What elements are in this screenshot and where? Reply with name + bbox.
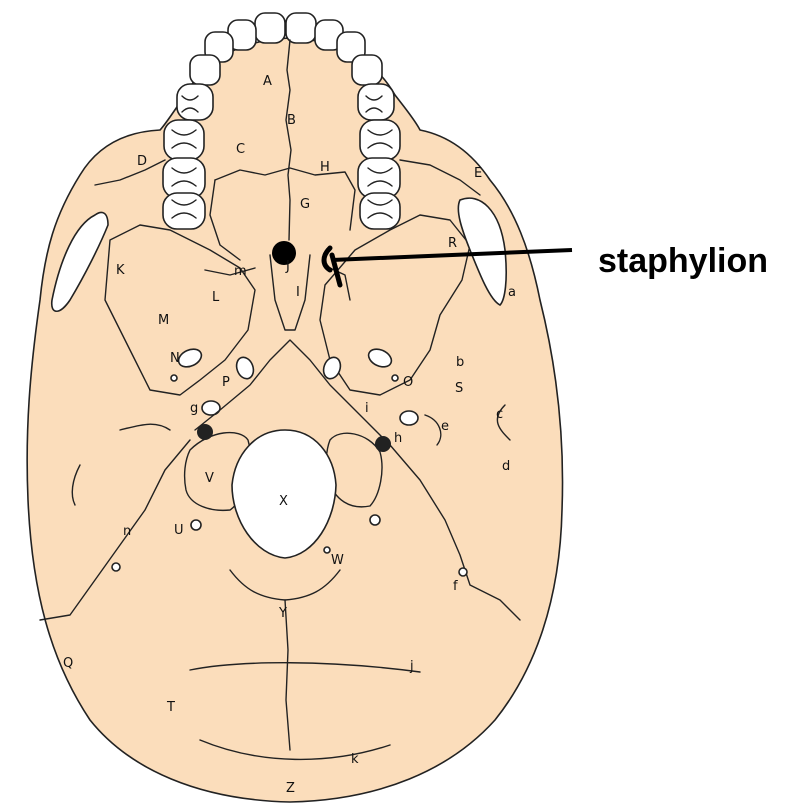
tooth xyxy=(255,13,285,43)
mastoid-foramen-left xyxy=(112,563,120,571)
label-g: g xyxy=(190,401,198,416)
dark-spot-left xyxy=(197,424,213,440)
tooth xyxy=(177,84,213,120)
label-U: U xyxy=(174,523,184,538)
label-N: N xyxy=(170,351,180,366)
tooth xyxy=(358,84,394,120)
label-M: M xyxy=(158,313,169,328)
label-K: K xyxy=(116,263,125,278)
label-Z: Z xyxy=(286,781,295,796)
label-C: C xyxy=(236,142,245,157)
label-T: T xyxy=(166,700,175,715)
label-c: c xyxy=(496,407,503,422)
label-j: j xyxy=(409,659,414,674)
molar xyxy=(358,158,400,198)
label-L: L xyxy=(212,290,220,305)
label-Q: Q xyxy=(63,656,73,671)
label-k: k xyxy=(351,752,359,767)
staphylion-point xyxy=(272,241,296,265)
label-R: R xyxy=(448,236,457,251)
label-e: e xyxy=(441,419,449,434)
skull-outline xyxy=(27,38,562,802)
molar xyxy=(360,120,400,160)
label-D: D xyxy=(137,154,147,169)
label-W: W xyxy=(331,553,344,568)
tooth xyxy=(286,13,316,43)
label-B: B xyxy=(287,113,296,128)
tooth xyxy=(352,55,382,85)
label-E: E xyxy=(474,166,482,181)
hypoglossal-canal-right xyxy=(370,515,380,525)
carotid-canal-right xyxy=(400,411,418,425)
label-d: d xyxy=(502,459,510,474)
hypoglossal-canal-left xyxy=(191,520,201,530)
foramen-spinosum-left xyxy=(171,375,177,381)
label-i: i xyxy=(365,401,369,416)
label-X: X xyxy=(279,494,288,509)
label-f: f xyxy=(453,579,458,594)
mastoid-foramen-right xyxy=(459,568,467,576)
label-n: n xyxy=(123,524,131,539)
label-h: h xyxy=(394,431,402,446)
label-H: H xyxy=(320,160,330,175)
molar xyxy=(163,193,205,229)
label-b: b xyxy=(456,355,464,370)
label-a: a xyxy=(508,285,516,300)
tooth xyxy=(190,55,220,85)
label-G: G xyxy=(300,197,310,212)
label-S: S xyxy=(455,381,463,396)
label-A: A xyxy=(263,74,272,89)
label-V: V xyxy=(205,471,214,486)
label-Y: Y xyxy=(278,606,287,621)
molar xyxy=(163,158,205,198)
molar xyxy=(164,120,204,160)
dark-spot-right xyxy=(375,436,391,452)
label-P: P xyxy=(222,375,230,390)
condylar-foramen xyxy=(324,547,330,553)
label-m: m xyxy=(234,264,247,279)
staphylion-label: staphylion xyxy=(598,242,768,280)
label-O: O xyxy=(403,375,413,390)
molar xyxy=(360,193,400,229)
foramen-spinosum-right xyxy=(392,375,398,381)
label-J: J xyxy=(285,259,290,274)
label-I: I xyxy=(296,285,300,300)
